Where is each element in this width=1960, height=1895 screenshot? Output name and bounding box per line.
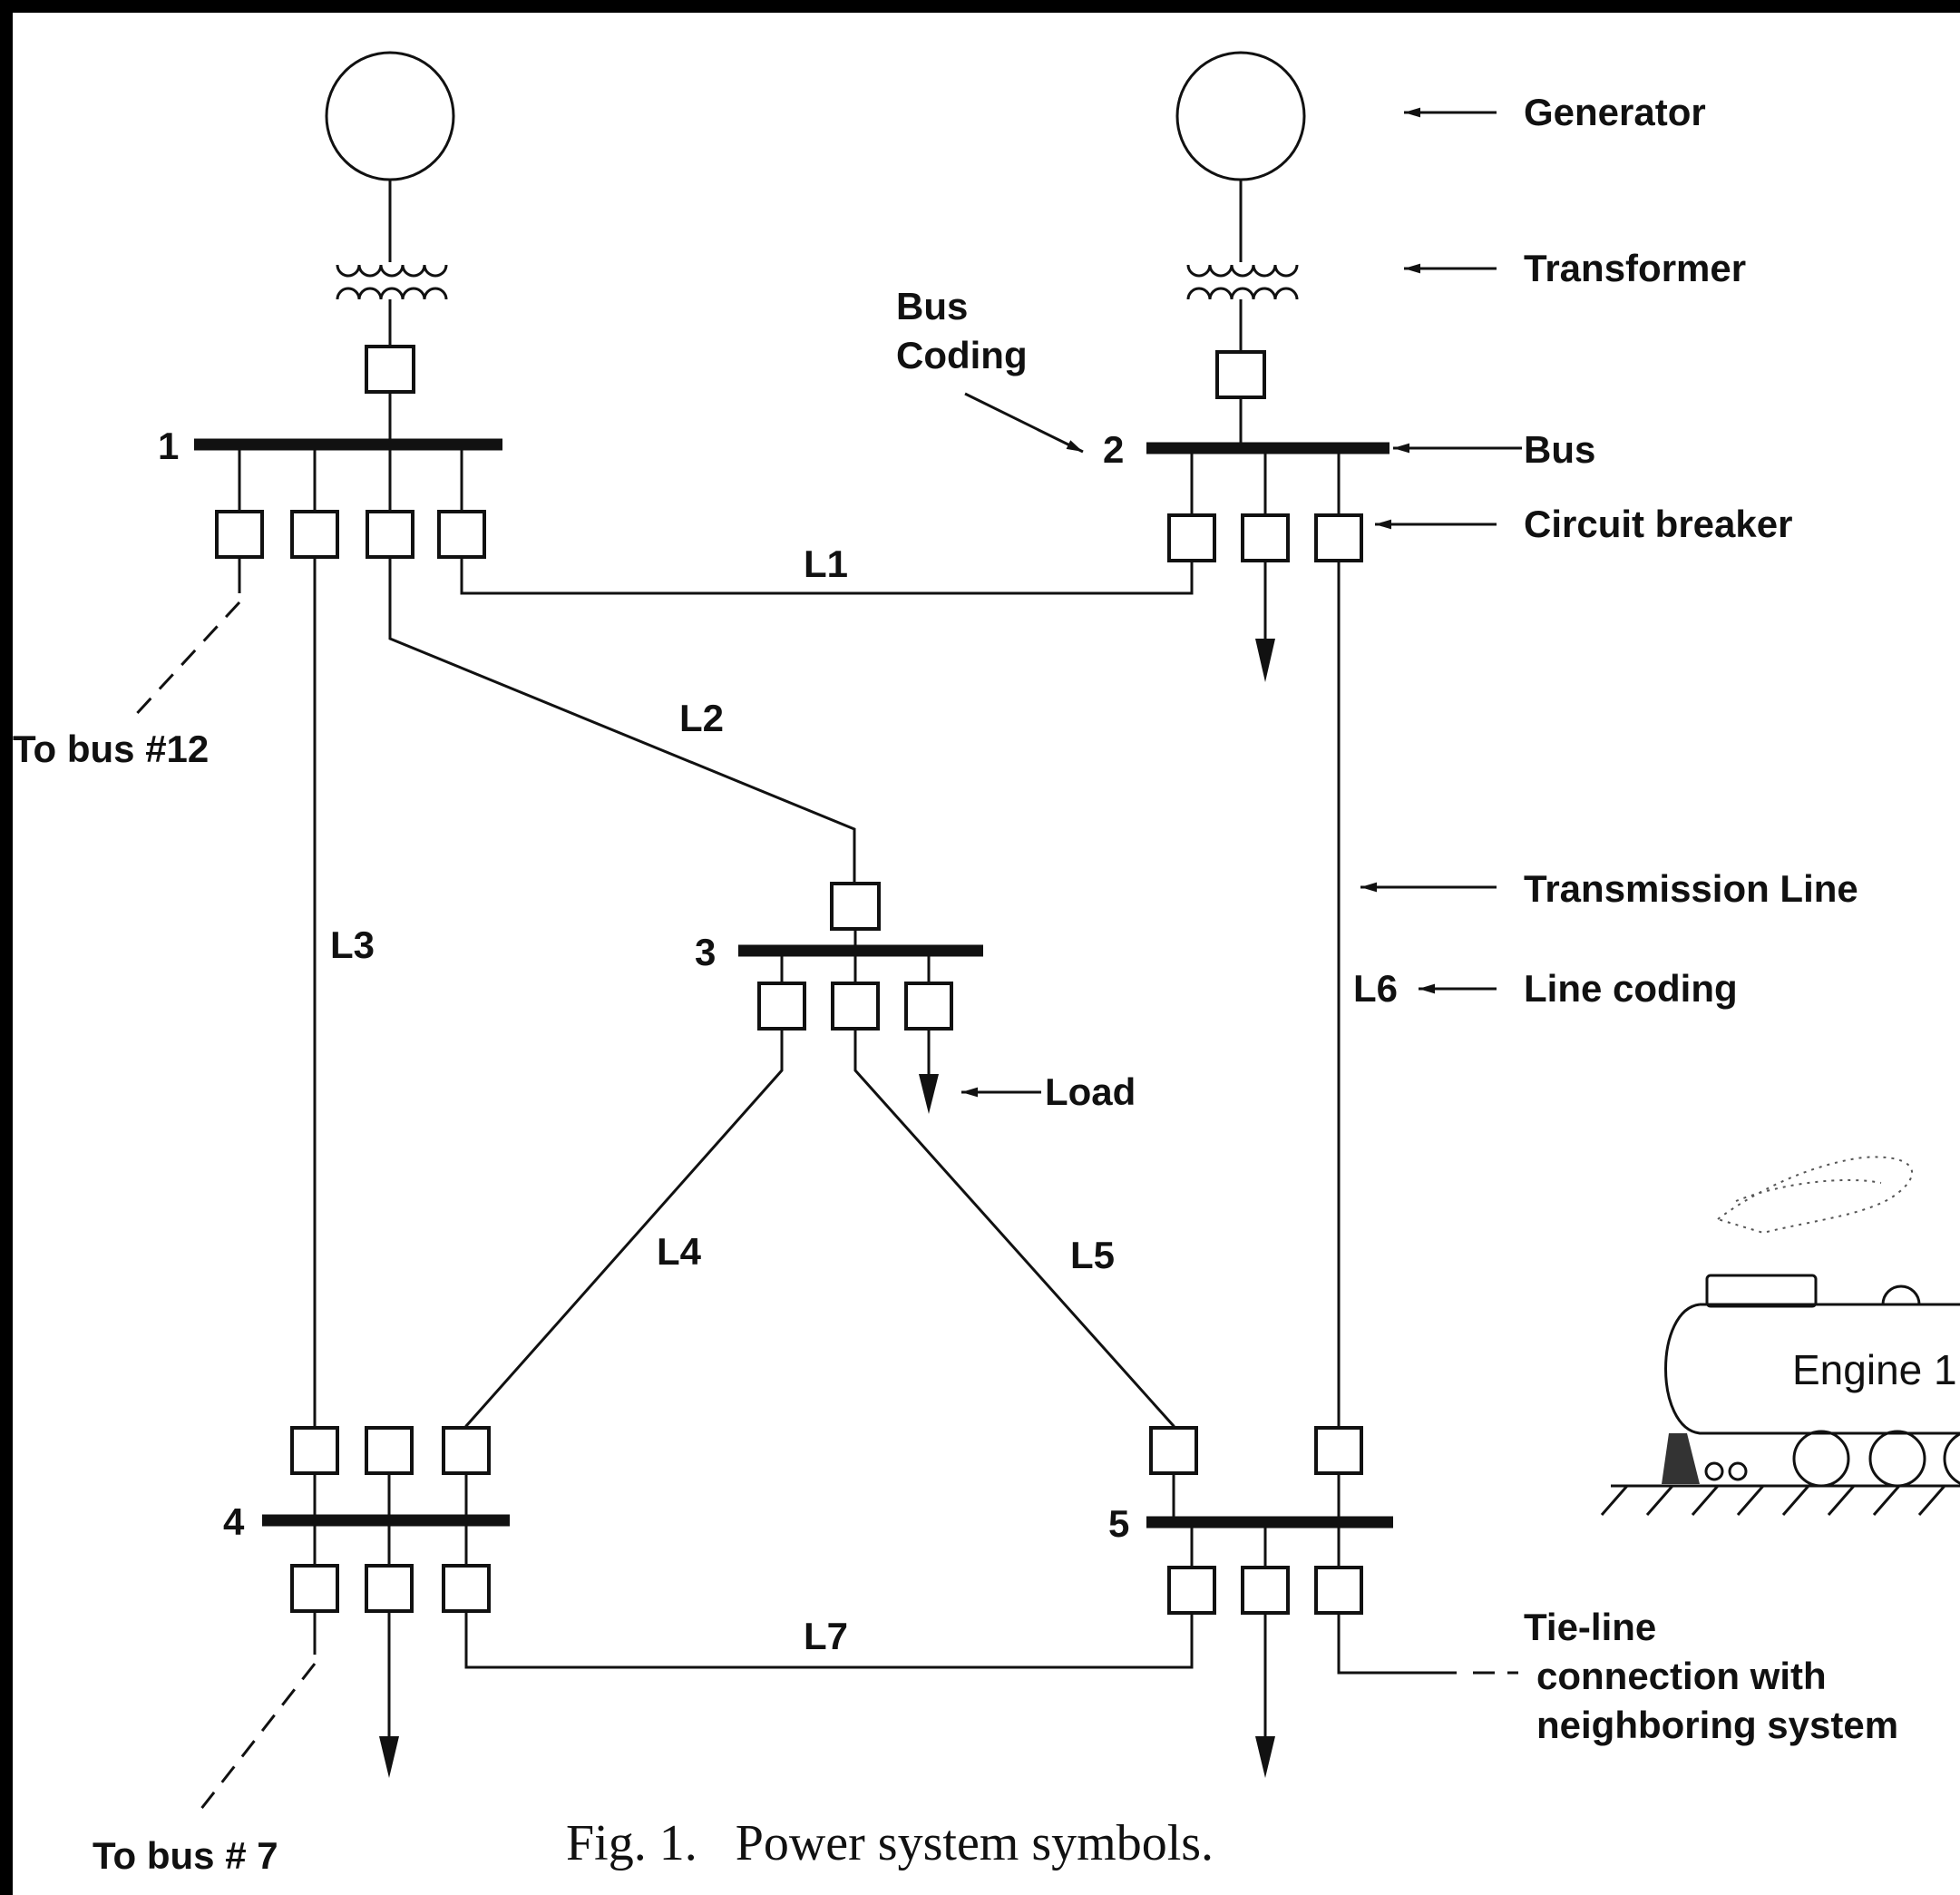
bus-4-lower-breakers [290,1520,491,1613]
bus-3-label: 3 [695,931,716,973]
line-label-L5: L5 [1070,1234,1115,1276]
circuit-breaker [904,982,953,1031]
transmission-line-L1 [460,557,1194,595]
to-bus-12-label: To bus #12 [13,728,209,770]
circuit-breaker [1215,350,1266,399]
legend-bus: Bus [1524,428,1595,471]
circuit-breaker [366,510,414,559]
legend-generator: Generator [1524,91,1706,133]
line-label-L3: L3 [330,923,375,966]
bus-5-label: 5 [1108,1502,1129,1545]
legend-circuit-breaker: Circuit breaker [1524,503,1792,545]
legend-bus-coding-1: Bus [896,285,968,327]
bus-2-taps [1167,448,1363,562]
circuit-breaker [1314,513,1363,562]
bus-2-label: 2 [1103,428,1124,471]
generator-2 [1175,51,1306,262]
transformer-1 [336,264,448,347]
circuit-breaker [215,510,264,559]
legend-transmission-line: Transmission Line [1524,867,1858,910]
engine-label: Engine 1 [1792,1346,1957,1393]
bus-4-upper-breakers [290,1426,491,1520]
bus-4-label: 4 [223,1500,245,1543]
bus-5-upper-breakers [1149,1426,1363,1522]
circuit-breaker [757,982,806,1031]
transmission-line-L2 [388,557,856,884]
circuit-breaker [1241,513,1290,562]
offpage-connector [192,1663,317,1819]
legend-load: Load [1045,1070,1136,1113]
legend-pointer [964,392,1084,454]
legend-line-coding: Line coding [1524,967,1738,1010]
line-label-L1: L1 [804,542,848,585]
offpage-connector [129,601,241,722]
line-label-L4: L4 [657,1230,702,1273]
legend-tie-line-2: connection with [1536,1655,1827,1697]
circuit-breaker [365,345,415,394]
transmission-line-L4 [464,1029,784,1464]
transformer-2 [1186,264,1299,352]
bus-1-taps [215,444,486,559]
load-arrow [1255,561,1275,682]
line-label-L6: L6 [1353,967,1398,1010]
line-label-L7: L7 [804,1615,848,1657]
to-bus-7-label: To bus # 7 [93,1834,278,1877]
load-arrow [1255,1613,1275,1778]
legend-tie-line-3: neighboring system [1536,1704,1898,1746]
circuit-breaker [437,510,486,559]
legend-bus-coding-2: Coding [896,334,1028,376]
bus-5-lower-breakers [1167,1522,1363,1615]
bus-3-taps [757,951,953,1031]
circuit-breaker [831,982,880,1031]
tie-line [1337,1613,1457,1675]
power-system-diagram: 1 2 L1 To bus #12 [13,51,1960,1877]
figure-caption: Fig. 1. Power system symbols. [566,1815,1214,1871]
load-arrow [379,1611,399,1778]
circuit-breaker [830,882,881,931]
generator-1 [325,51,455,262]
legend-tie-line-1: Tie-line [1524,1606,1656,1648]
transmission-line-L7 [464,1611,1194,1669]
circuit-breaker [290,510,339,559]
load-arrow [919,1029,939,1114]
legend-transformer: Transformer [1524,247,1746,289]
figure-page: 1 2 L1 To bus #12 [13,13,1960,1895]
circuit-breaker [1167,513,1216,562]
engine-drawing: Engine 1 [1600,1156,1960,1516]
line-label-L2: L2 [679,697,724,739]
bus-1-label: 1 [158,425,179,467]
